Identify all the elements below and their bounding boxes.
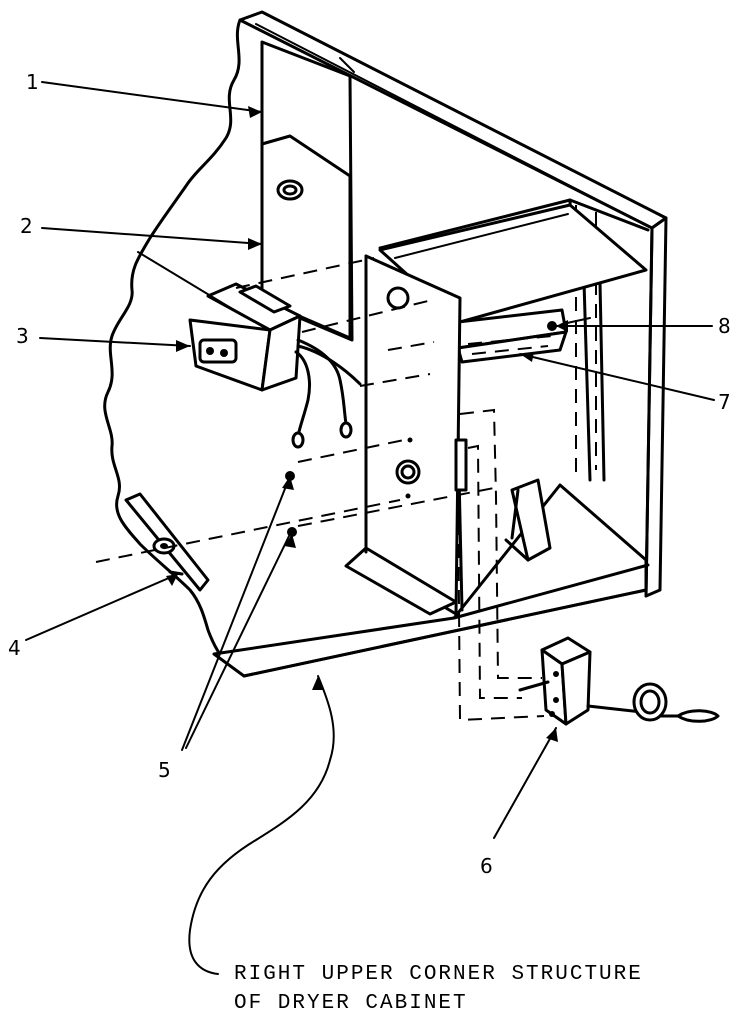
torn-panel-edge <box>103 18 246 676</box>
leader-6 <box>493 727 557 839</box>
callout-2: 2 <box>20 214 33 238</box>
switch-plunger <box>518 680 550 692</box>
callout-4: 4 <box>8 636 21 660</box>
callout-5: 5 <box>158 758 171 782</box>
door-switch-side <box>560 650 592 726</box>
floor-actuator-bracket <box>510 478 552 562</box>
leader-2 <box>41 227 263 245</box>
caption-line-2: OF DRYER CABINET <box>234 992 468 1015</box>
callout-3: 3 <box>16 324 29 348</box>
leader-5a <box>181 475 291 751</box>
leader-3 <box>39 337 191 347</box>
callout-8: 8 <box>718 314 731 338</box>
callout-7: 7 <box>718 390 731 414</box>
top-flange-seam <box>339 57 355 73</box>
panel-slot <box>454 438 468 492</box>
ignitor-wire-a <box>296 338 348 426</box>
panel-top-hole <box>386 286 410 310</box>
ignitor-terminal <box>198 338 238 364</box>
leader-7 <box>519 353 715 401</box>
ignitor-block-side <box>260 314 302 392</box>
ignitor-wire-b <box>294 350 311 438</box>
bracket-screw-hole <box>547 321 557 331</box>
callout-1: 1 <box>26 70 39 94</box>
leader-5b <box>185 533 291 749</box>
leader-4 <box>25 573 179 641</box>
caption-line-1: RIGHT UPPER CORNER STRUCTURE <box>234 963 643 986</box>
callout-6: 6 <box>480 854 493 878</box>
align-line-plate-panel <box>235 257 375 289</box>
align-line-switch-a <box>459 408 542 679</box>
caption-leader <box>188 675 335 975</box>
leader-1 <box>41 81 263 113</box>
